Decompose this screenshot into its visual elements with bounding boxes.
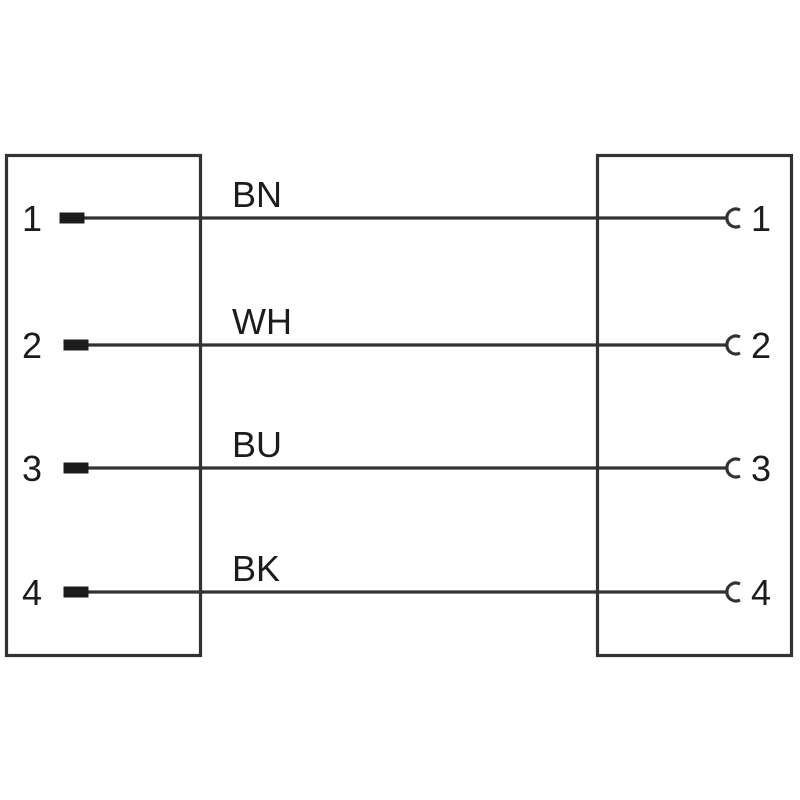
- left-connector-housing: [4, 153, 203, 658]
- wire-label-2: WH: [232, 301, 292, 342]
- left-pin-number-1: 1: [22, 198, 42, 239]
- left-pin-number-2: 2: [22, 325, 42, 366]
- left-pin-number-4: 4: [22, 572, 42, 613]
- right-connector-housing: [595, 153, 794, 658]
- left-pin-number-3: 3: [22, 448, 42, 489]
- left-pin-terminal-3: [63, 462, 89, 474]
- right-socket-terminal-2: [725, 334, 741, 356]
- right-pin-number-2: 2: [751, 325, 771, 366]
- left-pin-terminal-2: [63, 339, 89, 351]
- left-pin-terminal-4: [63, 586, 89, 598]
- wire-row-2: 2 2 WH: [22, 301, 771, 366]
- right-socket-terminal-3: [725, 457, 741, 479]
- right-pin-number-4: 4: [751, 572, 771, 613]
- right-pin-number-3: 3: [751, 448, 771, 489]
- wire-label-4: BK: [232, 548, 280, 589]
- wire-label-1: BN: [232, 174, 282, 215]
- wire-row-1: 1 1 BN: [22, 174, 771, 239]
- left-pin-terminal-1: [59, 212, 85, 224]
- right-socket-terminal-4: [725, 581, 741, 603]
- right-socket-terminal-1: [725, 207, 741, 229]
- wire-label-3: BU: [232, 424, 282, 465]
- wire-row-4: 4 4 BK: [22, 548, 771, 613]
- wire-row-3: 3 3 BU: [22, 424, 771, 489]
- right-pin-number-1: 1: [751, 198, 771, 239]
